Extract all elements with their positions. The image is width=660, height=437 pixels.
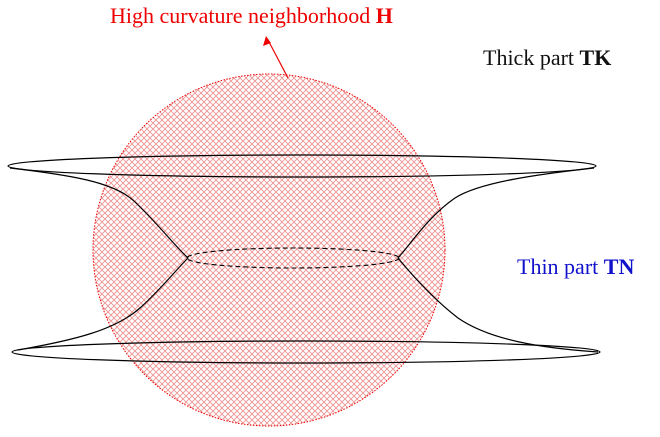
thin-part-label: Thin part TN [517, 254, 634, 279]
thick-part-label-text: Thick part [483, 45, 580, 70]
high-curvature-region [92, 73, 446, 427]
right-profile-curve [397, 167, 599, 353]
bottom-boundary-ellipse [11, 340, 601, 364]
thick-part-label-symbol: TK [580, 45, 612, 70]
left-profile-curve [9, 167, 189, 351]
high-curvature-arrowhead [263, 36, 271, 46]
high-curvature-label-text: High curvature neighborhood [110, 3, 376, 28]
thin-part-label-text: Thin part [517, 254, 604, 279]
top-boundary-ellipse [7, 154, 597, 178]
neck-ellipse [186, 247, 400, 269]
high-curvature-label-symbol: H [376, 3, 393, 28]
thick-part-label: Thick part TK [483, 45, 611, 70]
thin-part-label-symbol: TN [604, 254, 635, 279]
high-curvature-pointer-arrow [267, 39, 289, 79]
high-curvature-label: High curvature neighborhood H [110, 3, 393, 28]
